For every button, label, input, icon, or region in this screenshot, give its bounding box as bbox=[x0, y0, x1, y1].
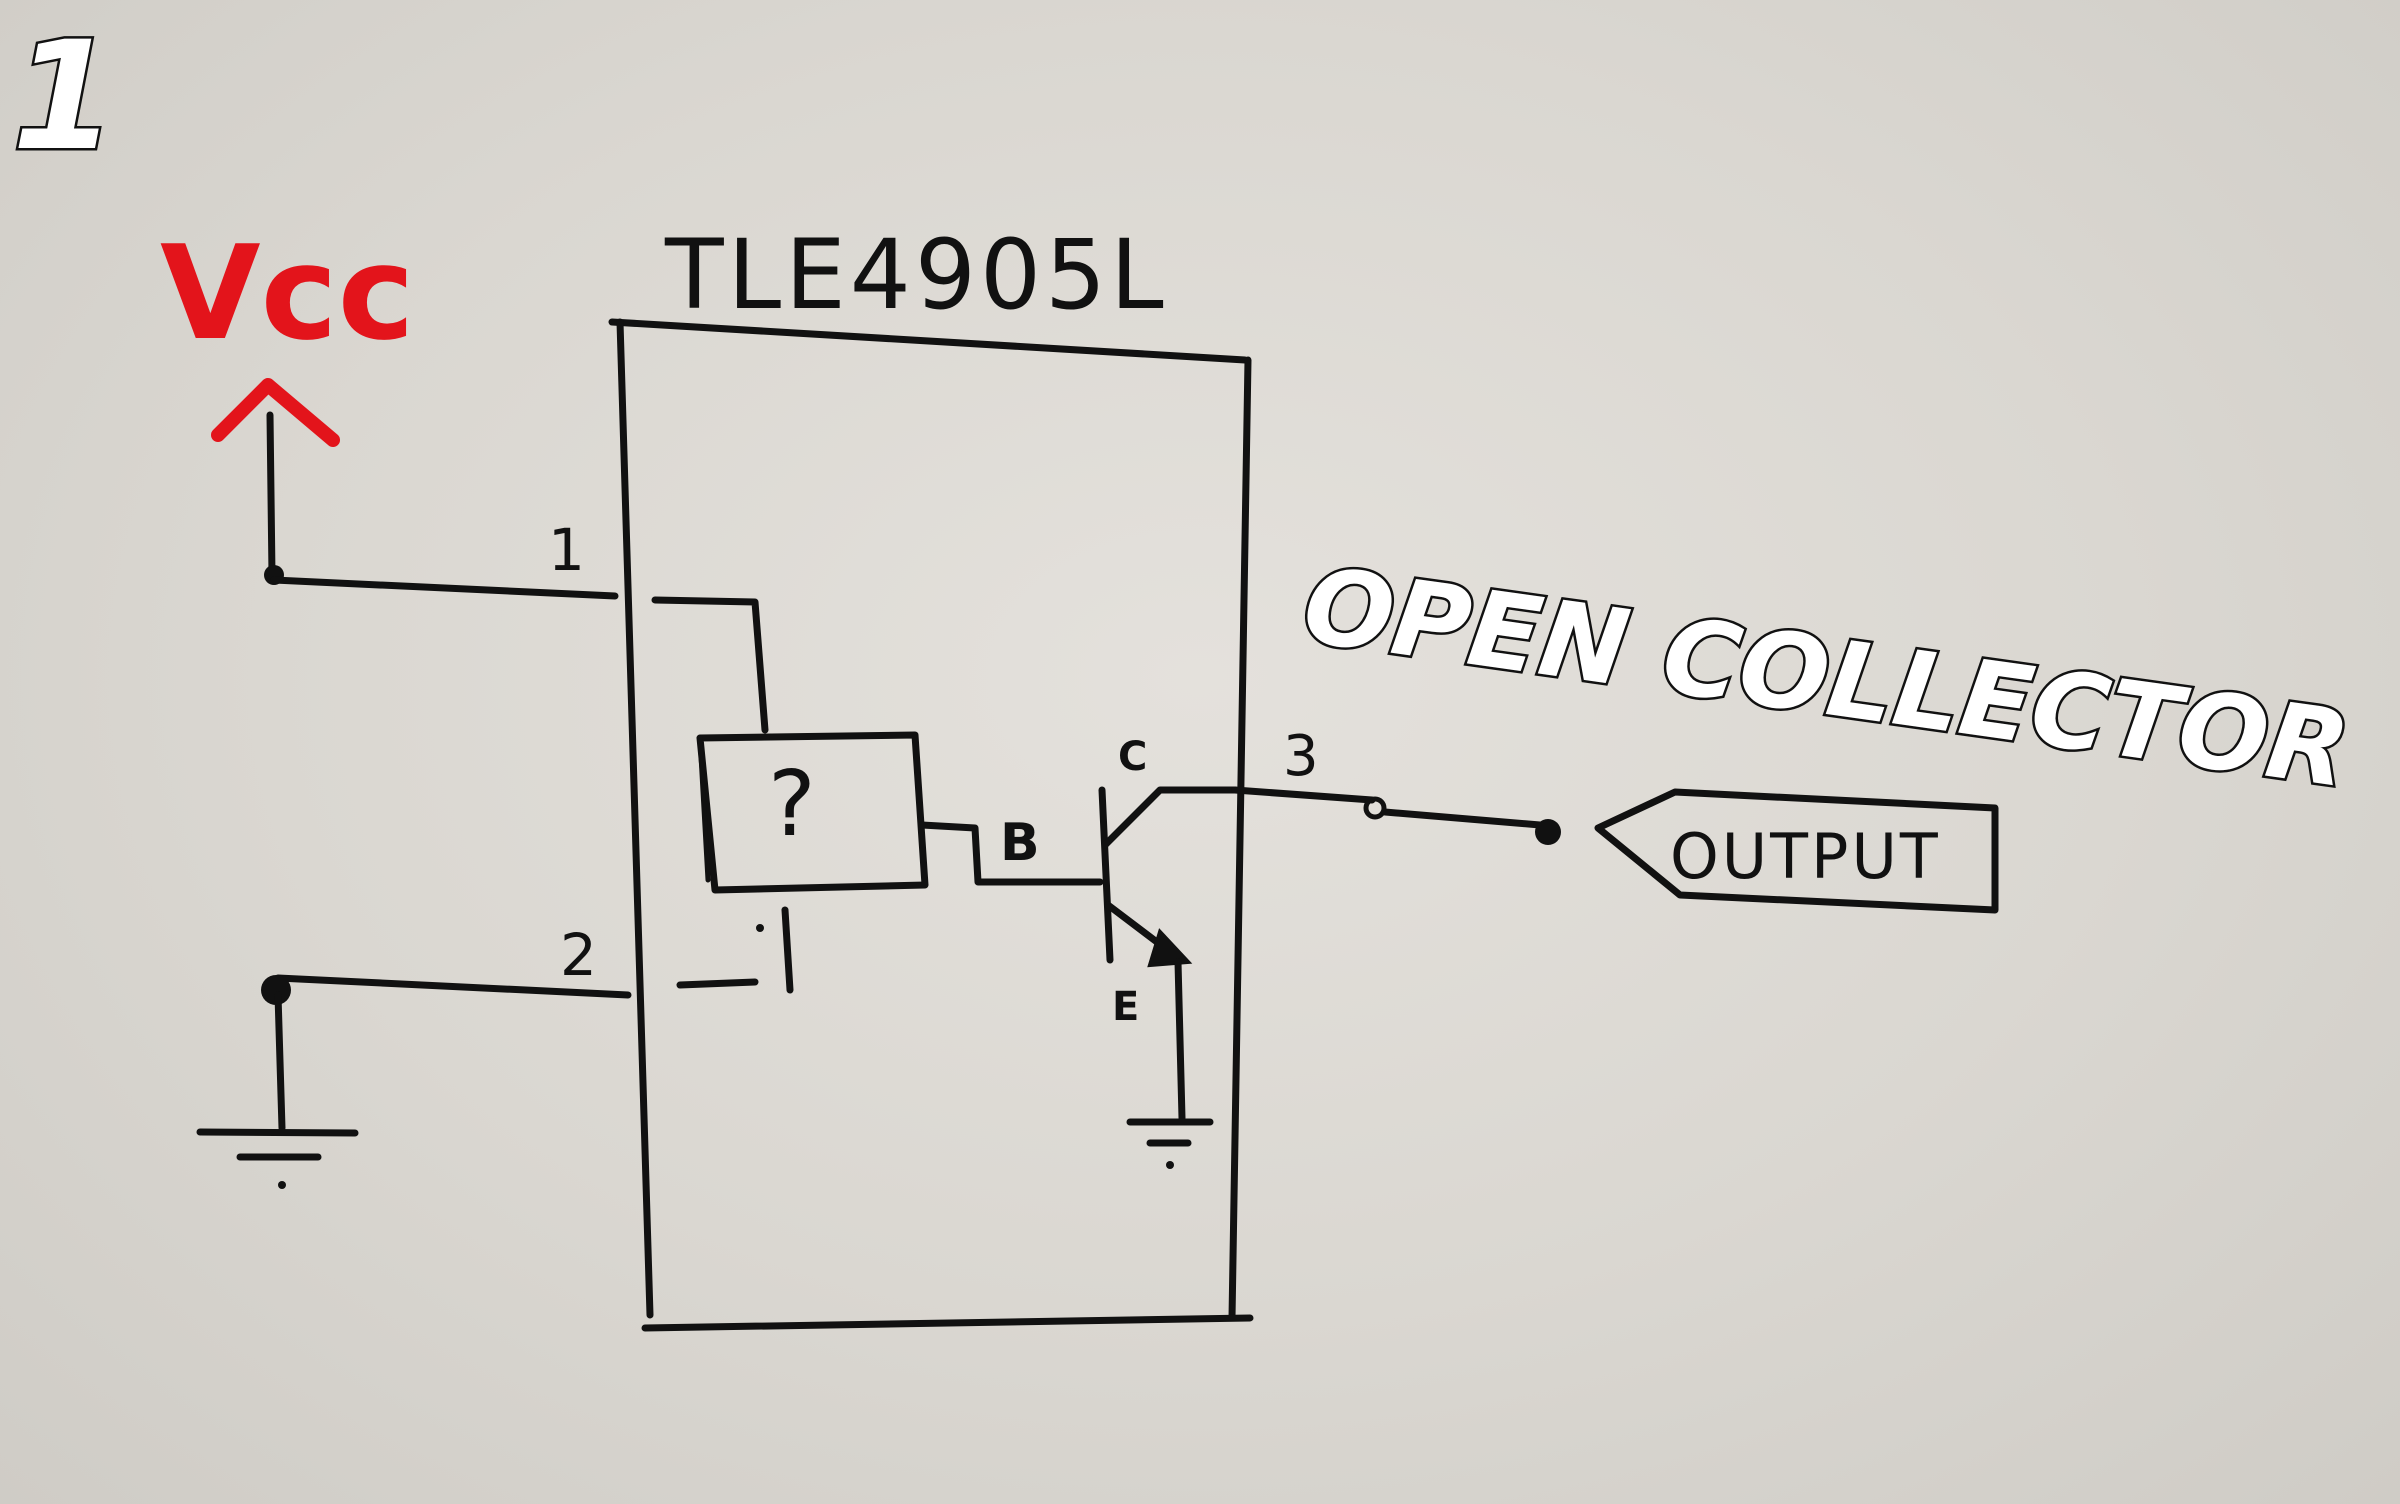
base-wire bbox=[918, 821, 1104, 886]
chip-body-left bbox=[616, 318, 654, 1319]
vcc-wire bbox=[266, 411, 276, 579]
internal-gnd-lead bbox=[781, 906, 794, 994]
transistor-base-bar bbox=[1098, 786, 1114, 964]
pin1-label: 1 bbox=[548, 516, 585, 584]
internal-ground-icon-dot bbox=[1166, 1161, 1174, 1169]
emitter-label: E bbox=[1112, 984, 1139, 1030]
vcc-label: Vcc bbox=[160, 217, 415, 369]
emitter-arrow-icon bbox=[1147, 928, 1193, 968]
chip-name: TLE4905L bbox=[664, 219, 1168, 331]
chip-body-right bbox=[1228, 356, 1252, 1322]
pin3-wire bbox=[1231, 786, 1376, 804]
sensor-block-label: ? bbox=[768, 752, 816, 857]
internal-gnd-dot bbox=[756, 924, 764, 932]
collector-label: C bbox=[1118, 734, 1147, 780]
ground-wire bbox=[274, 991, 286, 1132]
output-flag bbox=[1594, 788, 1999, 914]
output-label: OUTPUT bbox=[1670, 820, 1941, 893]
transistor-collector bbox=[1101, 786, 1239, 849]
internal-vcc-wire bbox=[651, 596, 769, 734]
base-label: B bbox=[1000, 813, 1040, 873]
pin1-wire bbox=[270, 576, 619, 600]
ground-icon-dot bbox=[278, 1181, 286, 1189]
output-wire bbox=[1381, 808, 1544, 829]
pin2-wire bbox=[274, 974, 632, 999]
chip-body-top bbox=[608, 318, 1249, 364]
pin3-label: 3 bbox=[1283, 724, 1319, 789]
sensor-block bbox=[696, 731, 929, 894]
output-node-dot bbox=[1535, 819, 1561, 845]
vcc-supply-arrow-icon bbox=[211, 378, 340, 447]
internal-gnd-stub bbox=[676, 978, 759, 989]
gnd-junction-dot bbox=[261, 975, 291, 1005]
open-collector-label: OPEN COLLECTOR bbox=[1297, 544, 2357, 811]
chip-body-bottom bbox=[641, 1314, 1254, 1332]
figure-number: 1 bbox=[12, 10, 116, 184]
ground-icon-bar1 bbox=[196, 1128, 359, 1137]
emitter-ground-wire bbox=[1174, 958, 1186, 1122]
pin3-terminal-icon bbox=[1363, 796, 1387, 820]
sensor-block-edge bbox=[697, 735, 711, 883]
pin2-label: 2 bbox=[560, 921, 597, 989]
